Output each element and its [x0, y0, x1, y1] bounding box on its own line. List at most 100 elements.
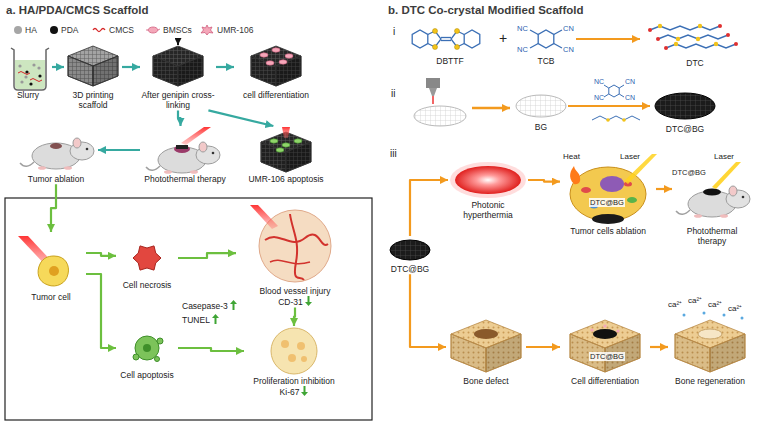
illustration-slot — [640, 20, 750, 58]
caption-text: Proliferation inhibition — [244, 376, 344, 386]
figure-label: CN — [563, 45, 574, 54]
caption-text: Photothermal therapy — [140, 174, 230, 184]
caption-text: Slurry — [4, 90, 52, 100]
frame-box — [5, 198, 372, 420]
illustration-slot — [236, 204, 354, 286]
illustrated-step: DBTTF — [404, 22, 496, 66]
illustrated-step: BG — [514, 90, 568, 132]
figure-label: iii — [390, 148, 397, 160]
caption-text: Tumor cells ablation — [560, 226, 656, 236]
bone-figure — [570, 320, 640, 372]
trend-arrow — [305, 296, 312, 306]
necrosis-cell — [133, 246, 161, 270]
illustrated-step: Blood vessel injuryCD-31 — [236, 204, 354, 307]
caption-row: Ki-67 — [244, 386, 344, 397]
illustration-slot — [116, 236, 178, 280]
caption-text: DTC — [640, 58, 750, 68]
panel-heading: a. HA/PDA/CMCS Scaffold — [6, 4, 149, 18]
illustration-slot — [140, 44, 216, 90]
process-arrow — [177, 38, 179, 45]
caption-text: Photonic hyperthermia — [448, 200, 528, 220]
panel-heading: b. DTC Co-crystal Modified Scaffold — [388, 4, 584, 18]
legend-text: CMCS — [109, 25, 134, 35]
legend-text: BMSCs — [163, 25, 192, 35]
scaffold-disk — [516, 95, 566, 117]
trend-arrow — [212, 314, 219, 324]
apoptosis-cell — [133, 336, 163, 362]
scaffold-figure — [153, 46, 203, 86]
caption-text: cell differentiation — [234, 90, 318, 100]
mouse-figure — [146, 142, 220, 174]
connector-arrow — [568, 105, 650, 107]
illustrated-step: DTC@BG — [388, 236, 432, 274]
legend-item: PDA — [50, 25, 78, 35]
illustrated-step: Cell apoptosis — [116, 326, 178, 380]
bone-figure — [451, 320, 521, 372]
marker-label: Casepase-3 — [182, 301, 228, 311]
illustration-slot — [672, 152, 752, 226]
connector-arrow — [98, 149, 140, 151]
illustration-slot — [4, 44, 52, 90]
connector-arrow — [576, 38, 640, 40]
illustration-slot — [116, 326, 178, 370]
illustration-slot — [244, 326, 344, 376]
illustrated-step: Tumor ablation — [14, 126, 98, 184]
legend-item: UMR-106 — [200, 25, 253, 35]
tissue-figure — [250, 205, 331, 282]
illustrated-step: After genipin cross-linking — [140, 44, 216, 110]
illustrated-step: Photonic hyperthermia — [448, 160, 528, 220]
tumor-cell-figure — [570, 154, 657, 224]
laser-beam — [181, 127, 211, 145]
scaffold-figure — [68, 46, 118, 86]
illustration-slot — [514, 90, 568, 122]
connector-arrow — [178, 110, 181, 126]
connector-arrow — [528, 180, 560, 182]
figure-label: ca²⁺ — [688, 296, 702, 306]
mouse-figure — [20, 138, 94, 170]
legend-swatch — [50, 26, 58, 34]
illustration-slot — [64, 44, 122, 90]
caption-text: Tumor ablation — [14, 174, 98, 184]
legend-text: HA — [25, 25, 37, 35]
caption-text: Bone defect — [446, 376, 526, 386]
caption-text: Photothermal therapy — [672, 226, 752, 246]
legend-symbol — [92, 25, 106, 35]
figure-label: CN — [625, 78, 635, 86]
cell-symbol — [260, 48, 293, 65]
connector-arrow — [656, 188, 672, 190]
illustrated-step: Slurry — [4, 44, 52, 100]
figure-label: DTC@BG — [589, 352, 625, 361]
illustrated-step: Cell necrosis — [116, 236, 178, 290]
legend-symbol — [146, 25, 160, 35]
illustration-slot — [668, 318, 752, 376]
figure-label: NC — [594, 78, 604, 86]
caption-text: Tumor cell — [16, 292, 86, 302]
illustrated-step: UMR-106 apoptosis — [244, 126, 328, 184]
connector-arrow — [178, 253, 236, 258]
caption-text: UMR-106 apoptosis — [244, 174, 328, 184]
illustrated-step: Proliferation inhibitionKi-67 — [244, 326, 344, 397]
caption-text: CD-31 — [278, 297, 303, 307]
illustration-slot — [404, 22, 496, 56]
illustrated-step: Photothermal therapy — [140, 126, 230, 184]
caption-text: After genipin cross-linking — [140, 90, 216, 110]
illustration-slot — [448, 160, 528, 200]
caption-text: Bone regeneration — [668, 376, 752, 386]
label-row: TUNEL — [182, 314, 219, 325]
figure-label: DTC@BG — [672, 168, 706, 177]
illustrated-step: Tumor cells ablation — [560, 152, 656, 236]
connector-arrow — [650, 346, 668, 348]
scaffold-figure — [251, 46, 301, 86]
figure-label: NC — [594, 94, 604, 102]
illustrated-step: DTC — [640, 20, 750, 68]
connector-arrow — [86, 274, 116, 348]
mouse-figure — [676, 186, 750, 218]
trend-arrow — [230, 300, 237, 310]
legend-item: BMSCs — [146, 25, 192, 35]
printer-figure — [414, 78, 466, 126]
illustration-slot — [388, 236, 432, 264]
label-row: Casepase-3 — [182, 300, 237, 311]
figure-label: i — [393, 26, 395, 38]
